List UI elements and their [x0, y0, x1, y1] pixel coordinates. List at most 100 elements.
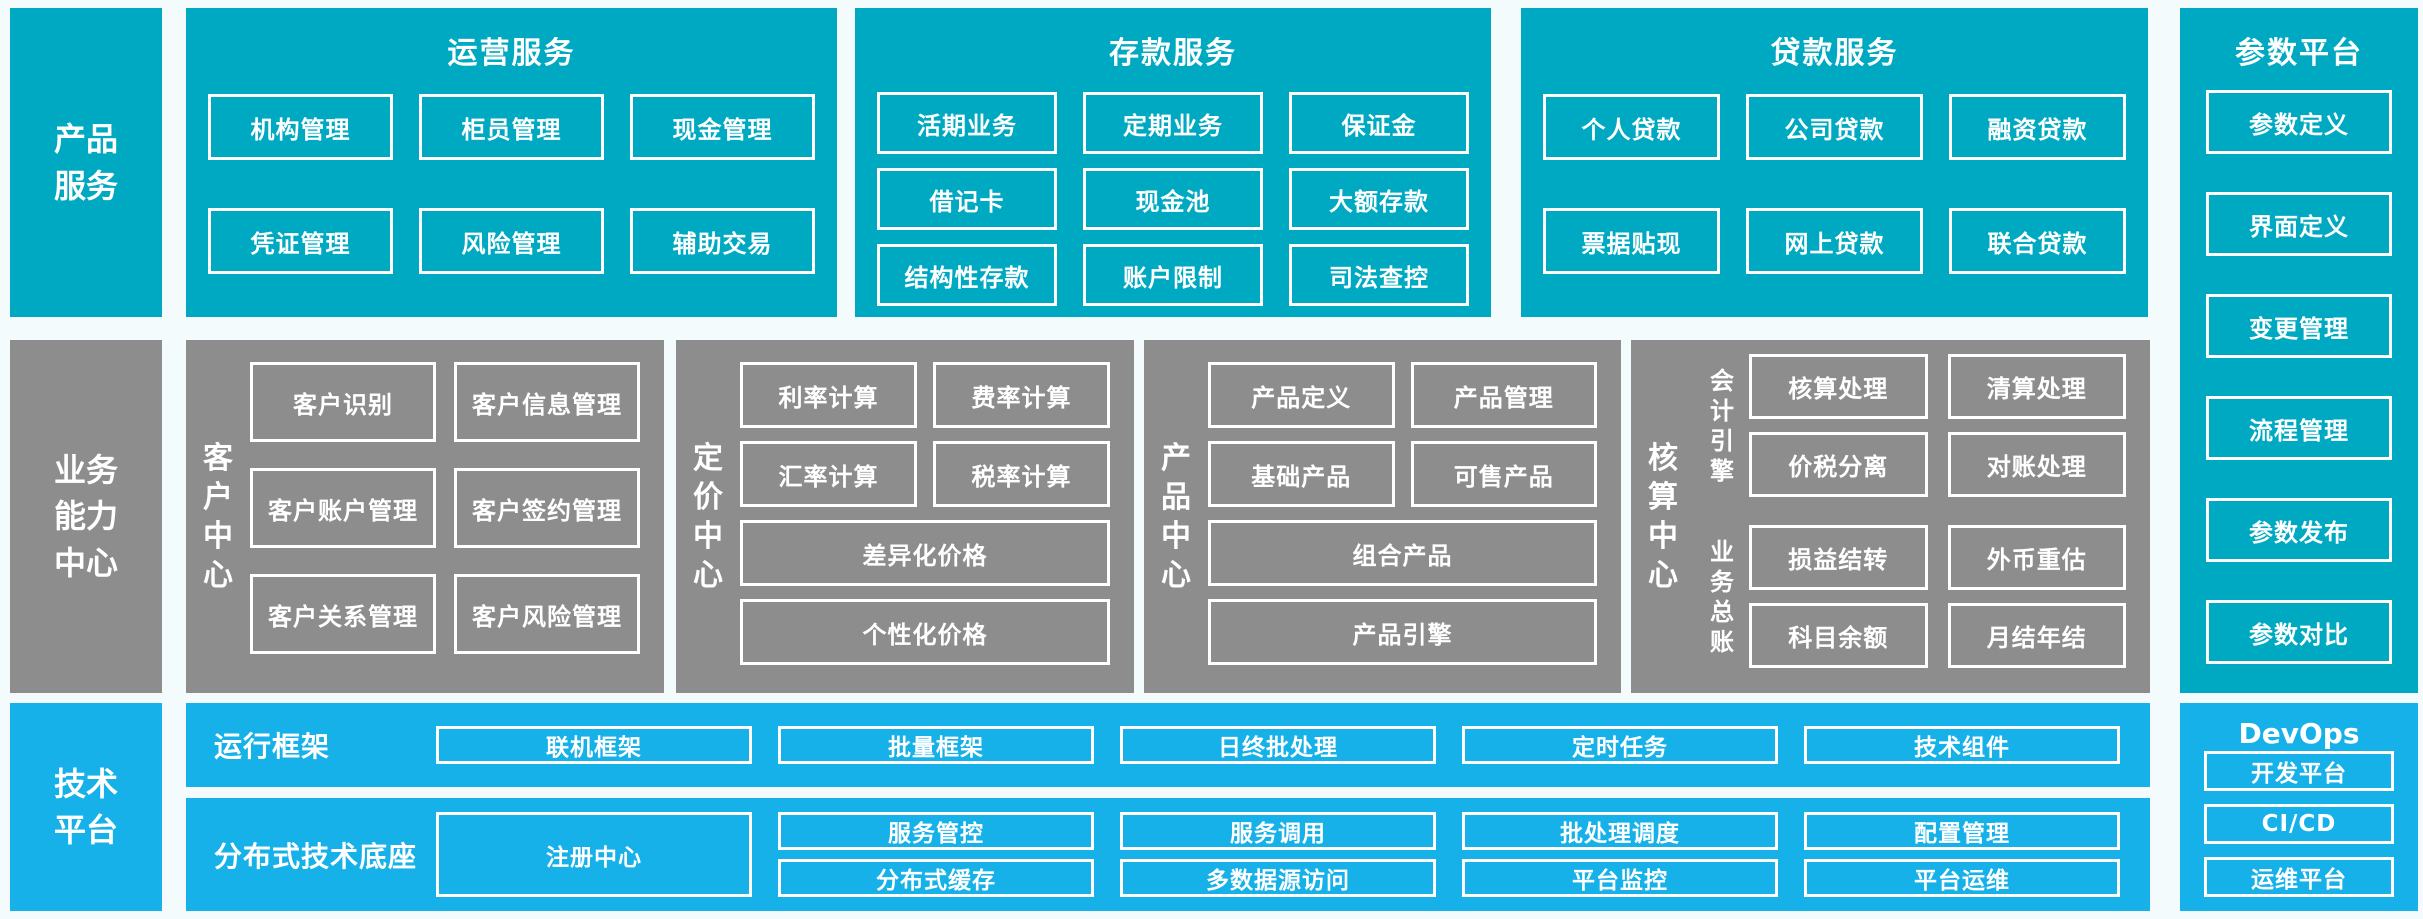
diagram-box: 联机框架: [436, 726, 752, 764]
section-loan-services: 贷款服务 个人贷款公司贷款融资贷款票据贴现网上贷款联合贷款: [1521, 8, 2148, 317]
section-operations-services: 运营服务 机构管理柜员管理现金管理凭证管理风险管理辅助交易: [186, 8, 837, 317]
diagram-box: 产品引擎: [1208, 599, 1597, 665]
diagram-box: 外币重估: [1947, 525, 2126, 590]
column-parameter-platform: 参数平台 参数定义界面定义变更管理流程管理参数发布参数对比: [2180, 8, 2418, 693]
diagram-box: 批量框架: [778, 726, 1094, 764]
diagram-box: 客户关系管理: [250, 574, 436, 654]
diagram-box: 平台监控: [1462, 859, 1778, 897]
diagram-box: 辅助交易: [630, 208, 815, 274]
accounting-group: 会计引擎核算处理清算处理价税分离对账处理: [1695, 354, 2150, 497]
diagram-box: 参数发布: [2206, 498, 2392, 562]
diagram-box: 变更管理: [2206, 294, 2392, 358]
diagram-box: 保证金: [1289, 92, 1469, 154]
distributed-tech-base-label: 分布式技术底座: [214, 839, 418, 873]
diagram-box: 费率计算: [933, 362, 1110, 428]
diagram-box: 定期业务: [1083, 92, 1263, 154]
bar-runtime-framework: 运行框架 联机框架批量框架日终批处理定时任务技术组件: [186, 703, 2150, 787]
diagram-box: 客户签约管理: [454, 468, 640, 548]
diagram-box: 风险管理: [419, 208, 604, 274]
diagram-box: 联合贷款: [1949, 208, 2126, 274]
diagram-box: 参数对比: [2206, 600, 2392, 664]
diagram-box: 配置管理: [1804, 812, 2120, 850]
diagram-box: 界面定义: [2206, 192, 2392, 256]
diagram-box: 产品定义: [1208, 362, 1395, 428]
diagram-box: 个人贷款: [1543, 94, 1720, 160]
customer-center-label: 客户中心: [203, 440, 233, 593]
accounting-center-groups: 会计引擎核算处理清算处理价税分离对账处理业务总账损益结转外币重估科目余额月结年结: [1695, 340, 2150, 693]
diagram-box: 客户信息管理: [454, 362, 640, 442]
diagram-box: 汇率计算: [740, 441, 917, 507]
distributed-tech-base-items: 注册中心服务管控服务调用批处理调度配置管理分布式缓存多数据源访问平台监控平台运维: [436, 798, 2150, 911]
section-deposit-title: 存款服务: [1109, 36, 1237, 71]
section-deposit-services: 存款服务 活期业务定期业务保证金借记卡现金池大额存款结构性存款账户限制司法查控: [855, 8, 1491, 317]
diagram-box: 组合产品: [1208, 520, 1597, 586]
diagram-box: 流程管理: [2206, 396, 2392, 460]
pricing-center-items: 利率计算费率计算汇率计算税率计算差异化价格个性化价格: [740, 340, 1134, 693]
diagram-box: 基础产品: [1208, 441, 1395, 507]
diagram-box: 技术组件: [1804, 726, 2120, 764]
diagram-box: 可售产品: [1410, 441, 1597, 507]
diagram-box: 现金池: [1083, 168, 1263, 230]
diagram-box: 服务调用: [1120, 812, 1436, 850]
diagram-box: 公司贷款: [1746, 94, 1923, 160]
diagram-box: 科目余额: [1749, 603, 1928, 668]
diagram-box: 客户识别: [250, 362, 436, 442]
diagram-box: 客户账户管理: [250, 468, 436, 548]
accounting-group-items: 核算处理清算处理价税分离对账处理: [1749, 354, 2150, 497]
diagram-box: 损益结转: [1749, 525, 1928, 590]
diagram-box: 注册中心: [436, 812, 752, 897]
accounting-group: 业务总账损益结转外币重估科目余额月结年结: [1695, 525, 2150, 668]
accounting-group-label: 业务总账: [1710, 537, 1734, 656]
diagram-box: 多数据源访问: [1120, 859, 1436, 897]
diagram-box: 票据贴现: [1543, 208, 1720, 274]
diagram-box: 服务管控: [778, 812, 1094, 850]
diagram-box: 税率计算: [933, 441, 1110, 507]
diagram-box: 运维平台: [2204, 857, 2394, 897]
center-customer: 客户中心 客户识别客户信息管理客户账户管理客户签约管理客户关系管理客户风险管理: [186, 340, 664, 693]
diagram-box: 批处理调度: [1462, 812, 1778, 850]
section-operations-title: 运营服务: [447, 36, 576, 71]
diagram-box: 参数定义: [2206, 90, 2392, 154]
center-pricing: 定价中心 利率计算费率计算汇率计算税率计算差异化价格个性化价格: [676, 340, 1134, 693]
center-product: 产品中心 产品定义产品管理基础产品可售产品组合产品产品引擎: [1144, 340, 1621, 693]
diagram-box: 网上贷款: [1746, 208, 1923, 274]
diagram-box: 司法查控: [1289, 244, 1469, 306]
diagram-box: 融资贷款: [1949, 94, 2126, 160]
diagram-box: 平台运维: [1804, 859, 2120, 897]
sidebar-product-services-label: 产品服务: [53, 120, 118, 205]
runtime-framework-label: 运行框架: [214, 730, 331, 763]
diagram-box: 柜员管理: [419, 94, 604, 160]
diagram-box: 结构性存款: [877, 244, 1057, 306]
sidebar-business-capability-label: 业务能力中心: [53, 450, 118, 582]
diagram-box: 差异化价格: [740, 520, 1110, 586]
diagram-box: 月结年结: [1947, 603, 2126, 668]
diagram-box: 日终批处理: [1120, 726, 1436, 764]
diagram-box: 核算处理: [1749, 354, 1928, 419]
diagram-box: 机构管理: [208, 94, 393, 160]
product-center-label: 产品中心: [1161, 440, 1191, 593]
product-center-items: 产品定义产品管理基础产品可售产品组合产品产品引擎: [1208, 340, 1621, 693]
section-loan-title: 贷款服务: [1770, 36, 1899, 71]
diagram-box: 产品管理: [1410, 362, 1597, 428]
diagram-box: 活期业务: [877, 92, 1057, 154]
diagram-box: 个性化价格: [740, 599, 1110, 665]
diagram-box: 对账处理: [1947, 432, 2126, 497]
sidebar-business-capability-center: 业务能力中心: [10, 340, 162, 693]
accounting-group-items: 损益结转外币重估科目余额月结年结: [1749, 525, 2150, 668]
diagram-box: 开发平台: [2204, 751, 2394, 791]
sidebar-technology-platform: 技术平台: [10, 703, 162, 911]
diagram-box: 客户风险管理: [454, 574, 640, 654]
section-operations-items: 机构管理柜员管理现金管理凭证管理风险管理辅助交易: [186, 86, 837, 274]
section-deposit-items: 活期业务定期业务保证金借记卡现金池大额存款结构性存款账户限制司法查控: [855, 86, 1491, 306]
diagram-box: 凭证管理: [208, 208, 393, 274]
section-loan-items: 个人贷款公司贷款融资贷款票据贴现网上贷款联合贷款: [1521, 86, 2148, 274]
parameter-platform-title: 参数平台: [2235, 36, 2363, 71]
diagram-box: 现金管理: [630, 94, 815, 160]
sidebar-technology-platform-label: 技术平台: [53, 764, 118, 849]
diagram-box: 清算处理: [1947, 354, 2126, 419]
diagram-box: 利率计算: [740, 362, 917, 428]
diagram-box: 账户限制: [1083, 244, 1263, 306]
